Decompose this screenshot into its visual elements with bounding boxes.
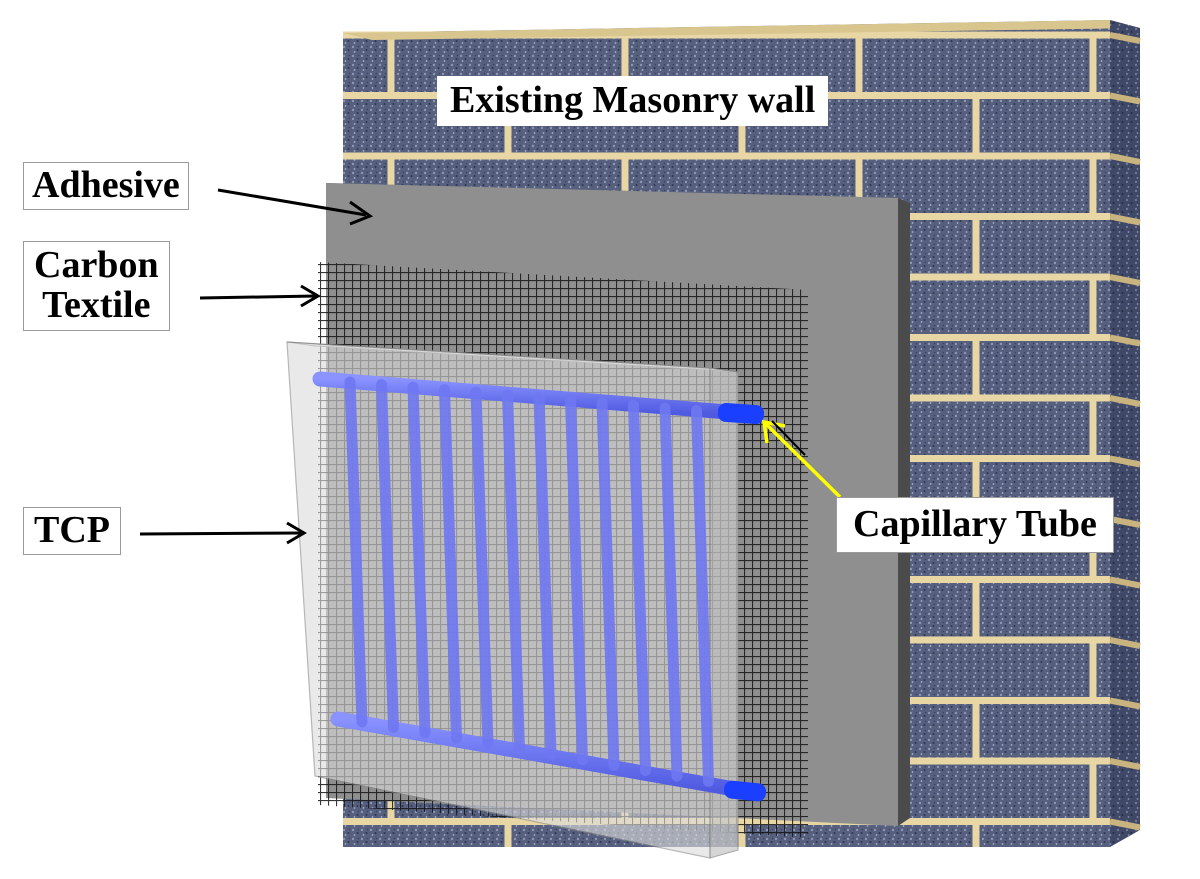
capillary-tube-label: Capillary Tube: [836, 497, 1114, 553]
vertical-capillary-tube: [407, 381, 431, 739]
existing-masonry-wall-label: Existing Masonry wall: [437, 76, 829, 126]
side-mortar-joints: [1109, 32, 1141, 831]
vertical-capillary-tube: [596, 397, 620, 771]
vertical-capillary-tube: [344, 376, 368, 728]
vertical-capillary-tube: [691, 405, 714, 787]
vertical-capillary-tube: [502, 389, 525, 755]
adhesive-arrow: [217, 188, 367, 217]
vertical-capillary-tube: [565, 394, 588, 766]
vertical-capillary-tube: [470, 386, 494, 750]
tcp-arrow: [139, 531, 303, 536]
vertical-tubes: [344, 376, 714, 787]
adhesive-label: Adhesive: [23, 162, 189, 210]
capillary-tube-arrow: [764, 422, 842, 499]
tcp-label: TCP: [23, 507, 121, 555]
wall-side-face: [1110, 20, 1140, 847]
capillary-label-text: Capillary Tube: [853, 503, 1097, 545]
carbon-textile-arrow: [199, 294, 317, 300]
callout-arrows: [139, 188, 842, 545]
tcp-label-text: TCP: [34, 509, 110, 551]
wall-label-text: Existing Masonry wall: [450, 79, 816, 121]
bottom-tube-end: [723, 780, 767, 802]
carbon-label-line2: Textile: [42, 283, 151, 326]
vertical-capillary-tube: [376, 379, 399, 733]
vertical-capillary-tube: [439, 384, 462, 744]
adhesive-label-text: Adhesive: [32, 164, 180, 206]
vertical-capillary-tube: [659, 402, 683, 782]
top-tube-end: [717, 402, 765, 425]
carbon-label-line1: Carbon: [34, 244, 159, 286]
capillary-tube-grid: [312, 371, 767, 802]
vertical-capillary-tube: [628, 399, 651, 777]
carbon-textile-label: Carbon Textile: [23, 241, 170, 331]
vertical-capillary-tube: [533, 392, 557, 760]
